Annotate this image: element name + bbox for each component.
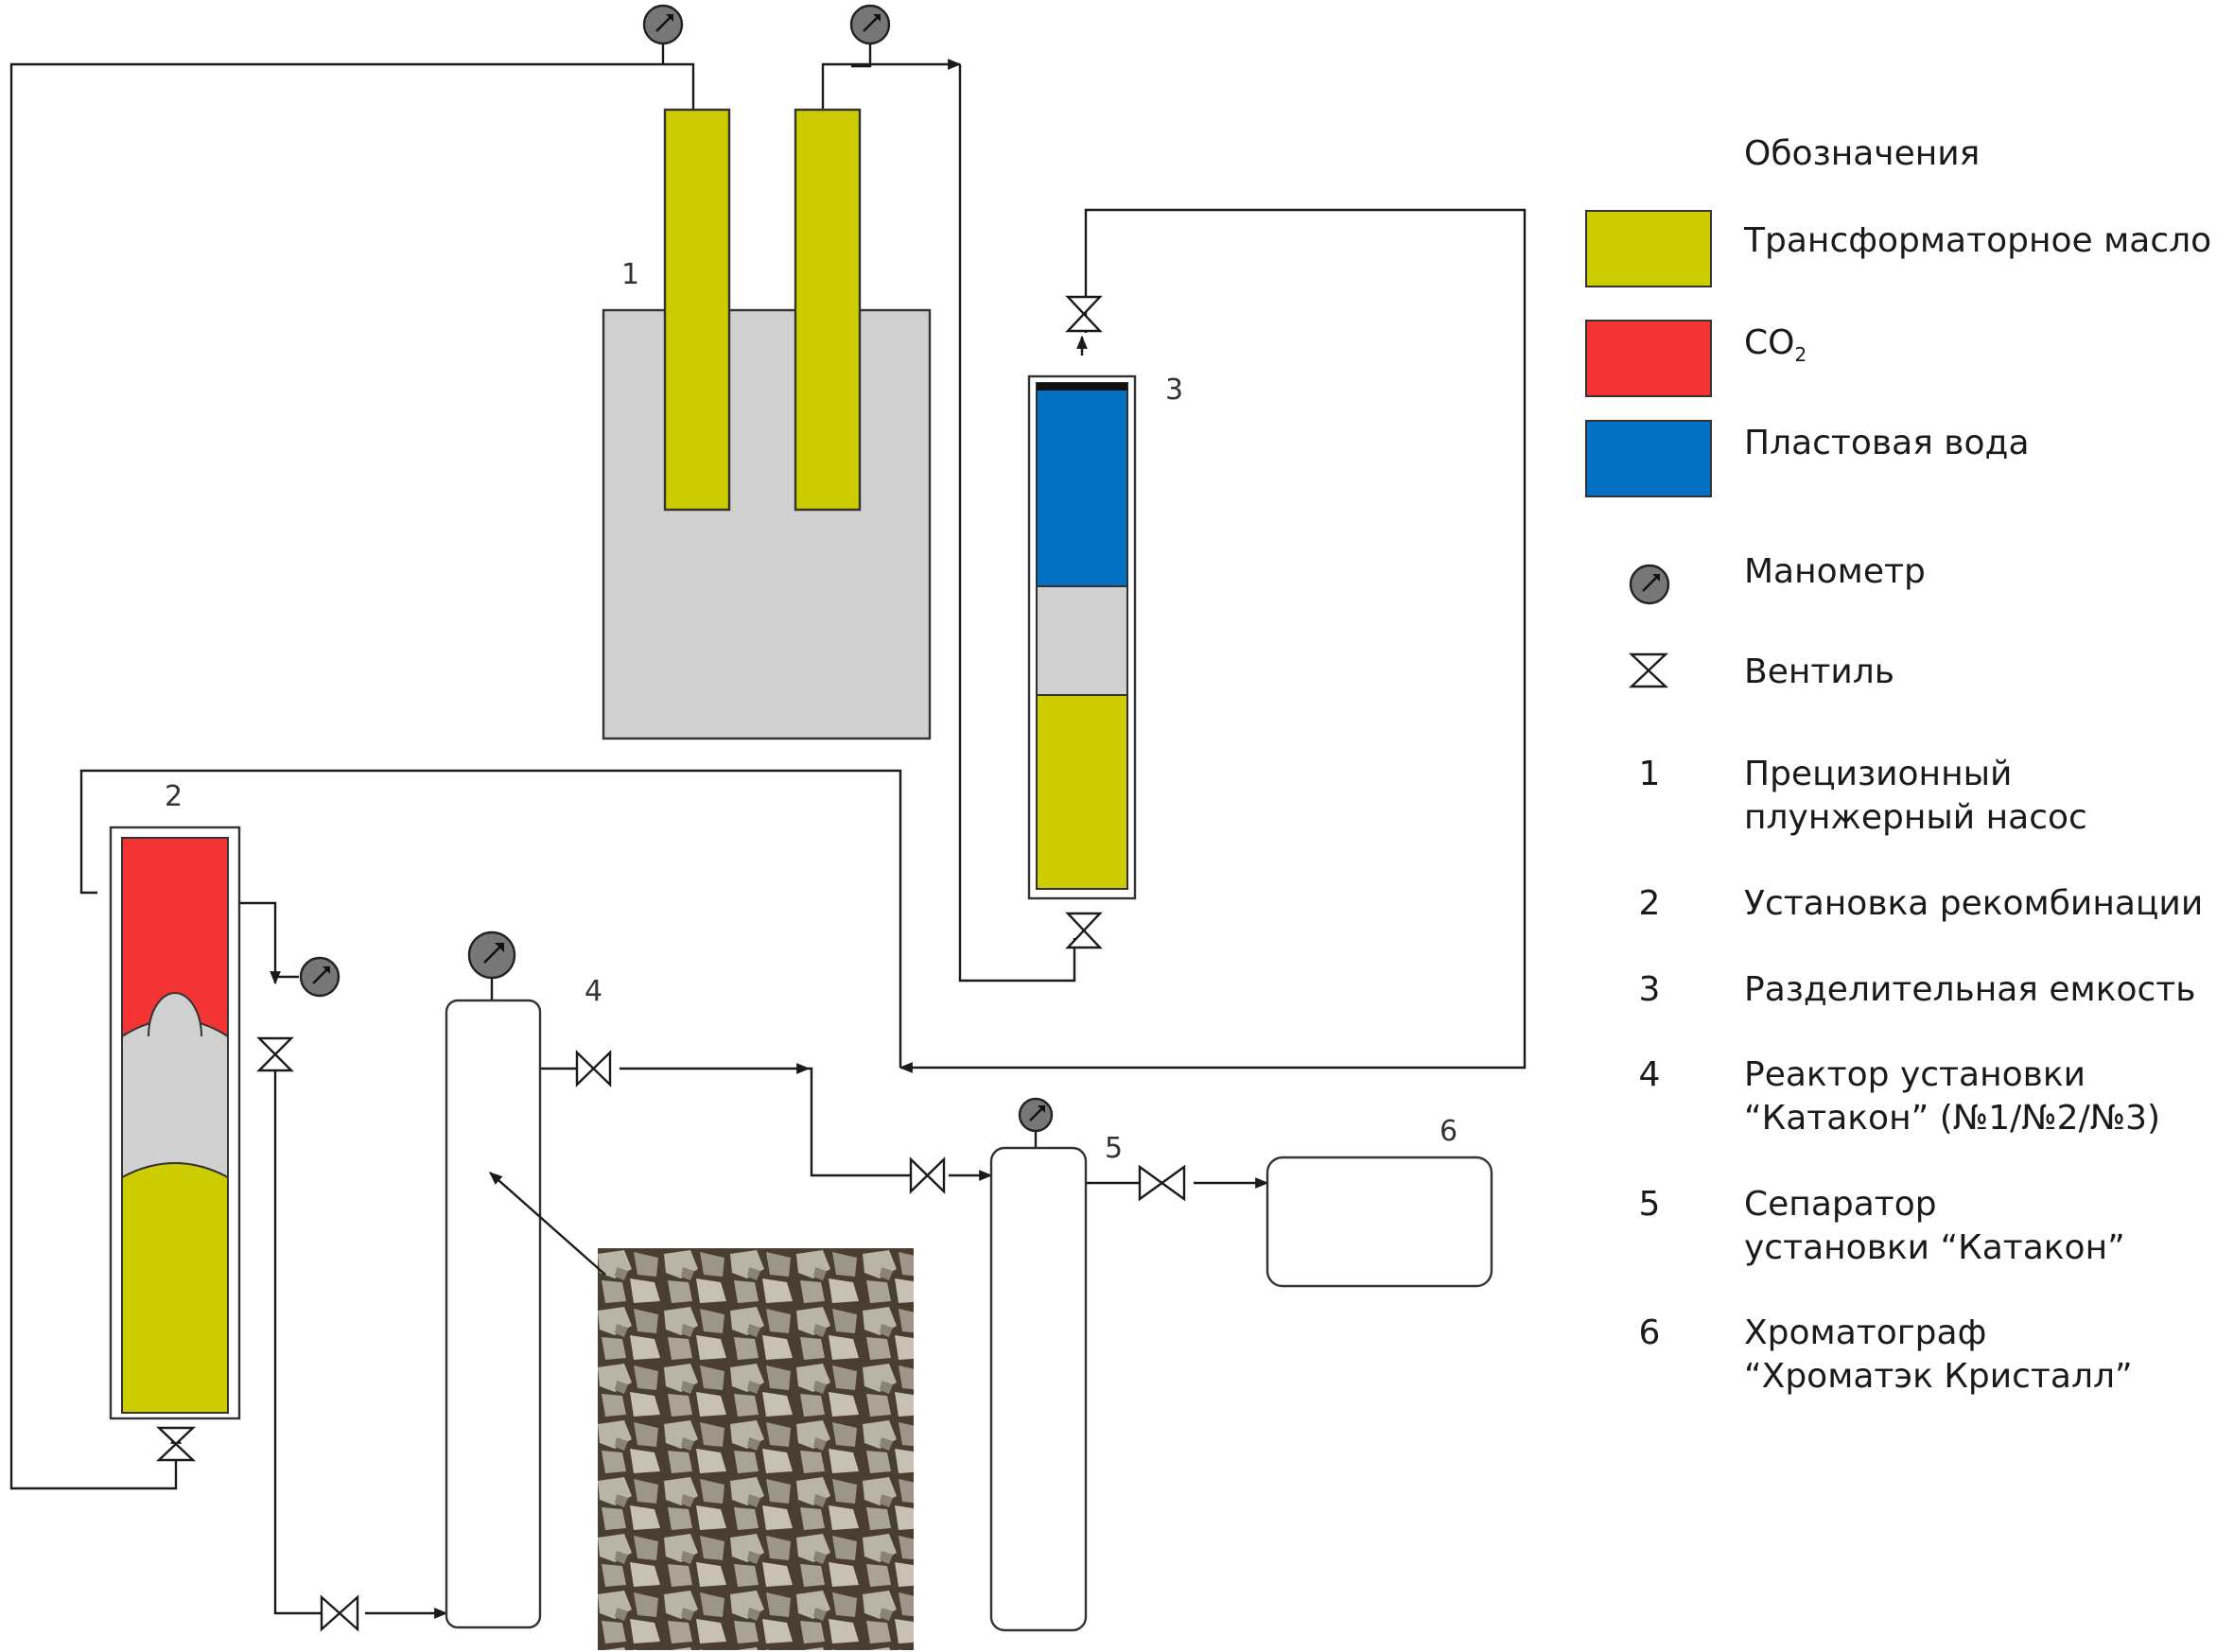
- separation-tank: 3: [1027, 374, 1183, 900]
- legend-swatch-water: [1585, 420, 1712, 497]
- label-reactor: 4: [585, 975, 602, 1008]
- pressure-gauges: [299, 4, 1670, 1133]
- valve-icon: [1628, 652, 1669, 688]
- label-pump: 1: [621, 258, 639, 291]
- valves: [155, 295, 1669, 1632]
- precision-plunger-pump: 1: [602, 108, 932, 740]
- legend-swatch-co2: [1585, 320, 1712, 397]
- rock-sample-image: [489, 1172, 914, 1650]
- legend-item-num: 4: [1638, 1055, 1661, 1094]
- valve-icon: [256, 1036, 294, 1072]
- recombination-oil: [121, 1162, 229, 1414]
- legend-swatch-oil: [1585, 210, 1712, 287]
- co2-text: CO: [1744, 323, 1795, 362]
- pump-cylinder-left: [663, 108, 731, 512]
- valve-icon: [155, 1426, 197, 1462]
- valve-icon: [1065, 912, 1103, 949]
- pipe-pump-to-recombination: [9, 62, 695, 1490]
- pipe-junction-to-recombination: [79, 769, 902, 1068]
- legend-item-line1: Разделительная емкость: [1744, 970, 2196, 1009]
- legend-item-num: 3: [1638, 970, 1661, 1009]
- legend-item-line2: “Катакон” (№1/№2/№3): [1744, 1099, 2161, 1138]
- pipe-pump-to-separator-tank: [821, 59, 962, 110]
- valve-icon: [320, 1594, 359, 1632]
- separator: 5: [989, 1132, 1123, 1632]
- tank-water: [1036, 382, 1128, 587]
- valve-icon: [575, 1050, 612, 1087]
- pipe-separator-tank-outlet: [899, 208, 1527, 1073]
- valve-icon: [909, 1156, 946, 1194]
- legend-item-num: 1: [1638, 755, 1661, 793]
- label-separator: 5: [1105, 1132, 1123, 1165]
- pressure-gauge-icon: [642, 4, 684, 45]
- legend-item-line1: Прецизионный: [1744, 755, 2013, 793]
- legend-title: Обозначения: [1744, 134, 1981, 173]
- legend-item-line2: плунжерный насос: [1744, 798, 2087, 837]
- co2-subscript: 2: [1794, 343, 1807, 367]
- legend-label-water: Пластовая вода: [1744, 424, 2030, 462]
- chromatograph: 6: [1265, 1115, 1493, 1288]
- legend-item-line1: Установка рекомбинации: [1744, 884, 2204, 923]
- tank-oil: [1036, 694, 1128, 890]
- label-recombination: 2: [165, 780, 183, 813]
- legend-label-gauge: Манометр: [1744, 552, 1926, 591]
- recombination-unit: 2: [109, 780, 241, 1420]
- pressure-gauge-icon: [1629, 564, 1670, 605]
- pressure-gauge-icon: [1018, 1097, 1054, 1133]
- legend-item-line1: Реактор установки: [1744, 1055, 2086, 1094]
- legend-label-co2: CO2: [1744, 322, 1806, 376]
- legend-item-line1: Хроматограф: [1744, 1313, 1987, 1352]
- legend-item-num: 5: [1638, 1185, 1661, 1224]
- pipes: [9, 38, 1527, 1619]
- legend-item-num: 2: [1638, 884, 1661, 923]
- label-separator-tank: 3: [1165, 374, 1183, 407]
- legend-label-valve: Вентиль: [1744, 652, 1894, 691]
- pressure-gauge-icon: [467, 930, 516, 980]
- legend-label-oil: Трансформаторное масло: [1744, 221, 2212, 260]
- pressure-gauge-icon: [849, 4, 891, 45]
- pressure-gauge-icon: [299, 956, 340, 998]
- valve-icon: [1138, 1164, 1186, 1202]
- pump-body: [602, 308, 932, 740]
- valve-icon: [1065, 295, 1103, 333]
- pump-cylinder-right: [794, 108, 862, 512]
- legend-item-line2: “Хроматэк Кристалл”: [1744, 1357, 2133, 1396]
- legend-item-num: 6: [1638, 1313, 1661, 1352]
- label-chromatograph: 6: [1440, 1115, 1457, 1148]
- legend-item-line2: установки “Катакон”: [1744, 1228, 2125, 1267]
- legend-item-line1: Сепаратор: [1744, 1185, 1937, 1224]
- reactor: 4: [445, 975, 602, 1629]
- pipe-recombination-to-reactor: [228, 901, 281, 985]
